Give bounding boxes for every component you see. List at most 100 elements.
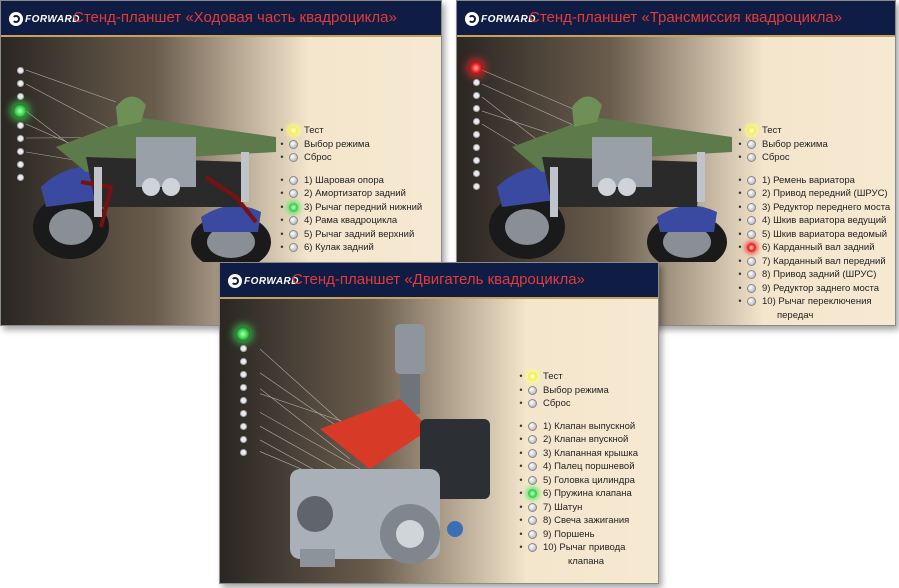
forward-logo: FORWARD bbox=[228, 274, 299, 288]
status-led bbox=[528, 462, 537, 471]
panel-body: •Тест •Выбор режима •Сброс •1) Ремень ва… bbox=[457, 37, 895, 325]
status-led bbox=[528, 489, 537, 498]
status-led bbox=[747, 189, 756, 198]
engine-list: •Тест •Выбор режима •Сброс •1) Клапан вы… bbox=[516, 371, 638, 569]
list-item[interactable]: •3) Рычаг передний нижний bbox=[280, 201, 423, 213]
transmission-list: •Тест •Выбор режима •Сброс •1) Ремень ва… bbox=[735, 125, 890, 323]
status-led bbox=[289, 139, 298, 149]
indicator-led bbox=[17, 135, 24, 142]
list-item[interactable]: •8) Привод задний (ШРУС) bbox=[738, 269, 877, 280]
status-led bbox=[289, 153, 298, 162]
status-led bbox=[747, 297, 756, 306]
indicator-led bbox=[17, 148, 24, 155]
indicator-led bbox=[17, 93, 24, 100]
status-led bbox=[289, 229, 298, 239]
list-item[interactable]: •2) Амортизатор задний bbox=[280, 188, 406, 199]
indicator-led bbox=[17, 122, 24, 129]
status-led bbox=[528, 399, 537, 408]
status-led bbox=[289, 126, 298, 135]
list-item[interactable]: •4) Палец поршневой bbox=[519, 461, 635, 472]
panel-engine: FORWARD Стенд-планшет «Двигатель квадроц… bbox=[219, 262, 659, 584]
atv-chassis-image bbox=[26, 69, 276, 262]
indicator-led bbox=[17, 174, 24, 181]
control-mode[interactable]: •Выбор режима bbox=[280, 138, 370, 150]
list-item[interactable]: •1) Шаровая опора bbox=[280, 174, 384, 186]
list-item[interactable]: •5) Шкив вариатора ведомый bbox=[738, 228, 888, 240]
list-item[interactable]: •9) Поршень bbox=[519, 528, 595, 540]
list-item[interactable]: •7) Карданный вал передний bbox=[738, 255, 886, 267]
list-item[interactable]: •7) Шатун bbox=[519, 501, 583, 513]
atv-transmission-image bbox=[482, 69, 732, 262]
indicator-led bbox=[17, 161, 24, 168]
indicator-led-active bbox=[13, 104, 27, 118]
indicator-led bbox=[240, 384, 247, 391]
led-column bbox=[13, 67, 27, 181]
status-led bbox=[747, 256, 756, 266]
control-reset[interactable]: •Сброс bbox=[738, 152, 790, 163]
status-led bbox=[747, 139, 756, 149]
chassis-list: •Тест •Выбор режима •Сброс •1) Шаровая о… bbox=[277, 125, 422, 256]
status-led bbox=[528, 421, 537, 431]
indicator-led bbox=[473, 157, 480, 164]
list-item[interactable]: •2) Привод передний (ШРУС) bbox=[738, 188, 888, 199]
control-mode[interactable]: •Выбор режима bbox=[519, 384, 609, 396]
forward-logo-icon bbox=[9, 12, 23, 26]
list-item[interactable]: •9) Редуктор заднего моста bbox=[738, 282, 880, 294]
status-led bbox=[528, 529, 537, 539]
status-led bbox=[747, 283, 756, 293]
status-led bbox=[747, 229, 756, 239]
indicator-led bbox=[473, 79, 480, 86]
control-test[interactable]: •Тест bbox=[738, 125, 782, 136]
status-led bbox=[747, 243, 756, 252]
forward-logo-icon bbox=[465, 12, 479, 26]
control-reset[interactable]: •Сброс bbox=[280, 152, 332, 163]
control-mode[interactable]: •Выбор режима bbox=[738, 138, 828, 150]
status-led bbox=[289, 216, 298, 225]
control-reset[interactable]: •Сброс bbox=[519, 398, 571, 409]
status-led bbox=[528, 516, 537, 525]
list-item[interactable]: •2) Клапан впускной bbox=[519, 434, 629, 445]
list-item[interactable]: •8) Свеча зажигания bbox=[519, 515, 630, 526]
status-led bbox=[289, 202, 298, 212]
list-item-continuation: передач bbox=[777, 309, 814, 321]
status-led bbox=[528, 475, 537, 485]
panel-transmission: FORWARD Стенд-планшет «Трансмиссия квадр… bbox=[456, 0, 896, 326]
indicator-led bbox=[240, 371, 247, 378]
list-item[interactable]: •10) Рычаг привода bbox=[519, 542, 626, 553]
indicator-led bbox=[17, 80, 24, 87]
status-led bbox=[528, 543, 537, 552]
list-item[interactable]: •6) Кулак задний bbox=[280, 242, 374, 253]
list-item[interactable]: •1) Клапан выпускной bbox=[519, 420, 636, 432]
status-led bbox=[289, 189, 298, 198]
panel-header: FORWARD Стенд-планшет «Ходовая часть ква… bbox=[1, 1, 441, 37]
panel-title: Стенд-планшет «Двигатель квадроцикла» bbox=[292, 271, 585, 288]
panel-header: FORWARD Стенд-планшет «Двигатель квадроц… bbox=[220, 263, 658, 299]
list-item[interactable]: •6) Пружина клапана bbox=[519, 488, 632, 499]
list-item[interactable]: •1) Ремень вариатора bbox=[738, 174, 855, 186]
control-test[interactable]: •Тест bbox=[280, 125, 324, 136]
status-led bbox=[747, 153, 756, 162]
list-item[interactable]: •5) Рычаг задний верхний bbox=[280, 228, 415, 240]
indicator-led bbox=[473, 170, 480, 177]
list-item[interactable]: •3) Клапанная крышка bbox=[519, 447, 638, 459]
status-led bbox=[528, 435, 537, 444]
status-led bbox=[528, 502, 537, 512]
list-item[interactable]: •4) Шкив вариатора ведущий bbox=[738, 215, 887, 226]
list-item[interactable]: •6) Карданный вал задний bbox=[738, 242, 875, 253]
control-test[interactable]: •Тест bbox=[519, 371, 563, 382]
forward-logo: FORWARD bbox=[9, 12, 80, 26]
forward-logo-icon bbox=[228, 274, 242, 288]
indicator-led bbox=[240, 436, 247, 443]
list-item[interactable]: •5) Головка цилиндра bbox=[519, 474, 635, 486]
forward-logo: FORWARD bbox=[465, 12, 536, 26]
list-item[interactable]: •10) Рычаг переключения bbox=[738, 296, 872, 307]
indicator-led bbox=[240, 410, 247, 417]
indicator-led bbox=[473, 105, 480, 112]
list-item-continuation: клапана bbox=[568, 555, 605, 567]
indicator-led bbox=[473, 131, 480, 138]
list-item[interactable]: •3) Редуктор переднего моста bbox=[738, 201, 891, 213]
indicator-led bbox=[473, 92, 480, 99]
list-item[interactable]: •4) Рама квадроцикла bbox=[280, 215, 398, 226]
status-led bbox=[747, 270, 756, 279]
panel-header: FORWARD Стенд-планшет «Трансмиссия квадр… bbox=[457, 1, 895, 37]
